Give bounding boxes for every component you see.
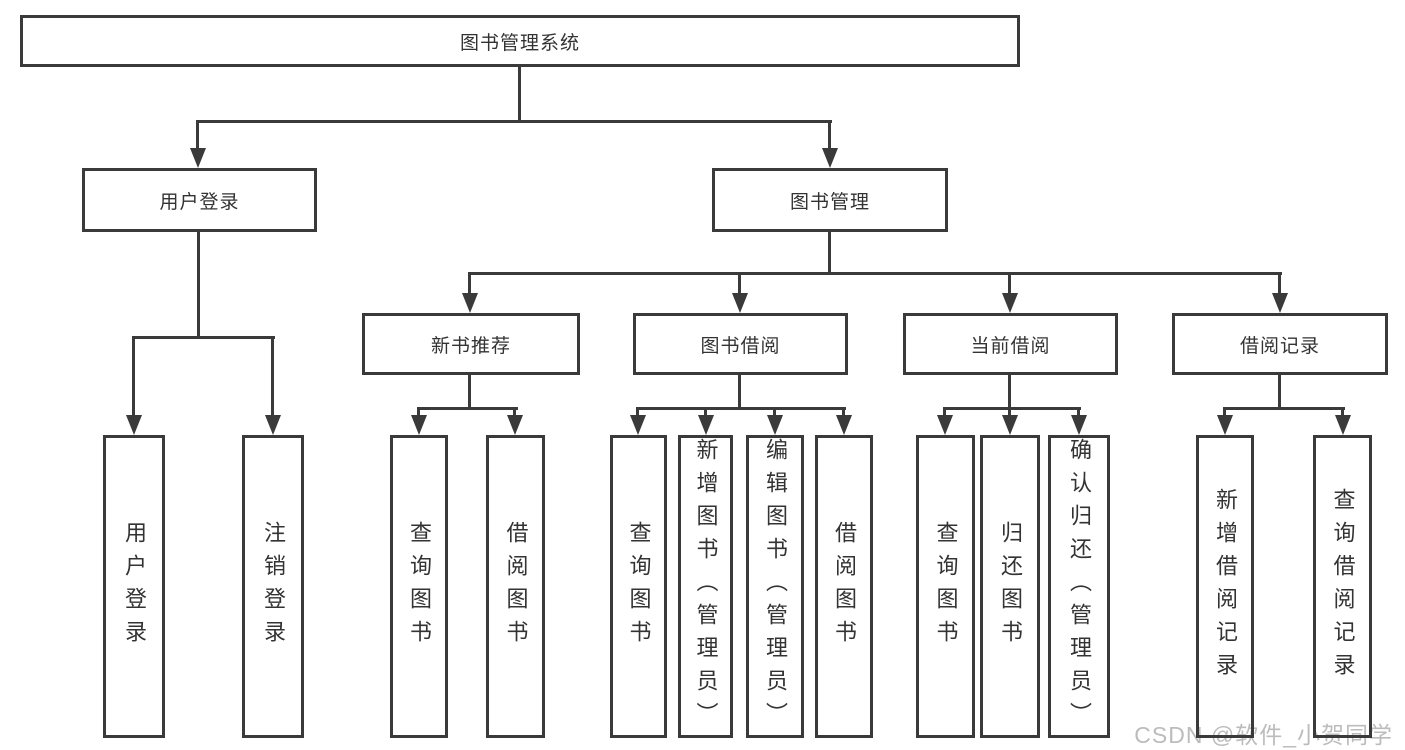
leaf-borrow-books: 借阅图书 [815, 435, 873, 738]
connector-vline [1008, 272, 1011, 294]
arrow-down [822, 148, 838, 168]
connector-vline [842, 407, 845, 417]
leaf-add-books-admin-label: 新增图书（管理员） [693, 438, 719, 735]
leaf-return-books-label: 归还图书 [998, 520, 1023, 653]
arrow-down [1002, 293, 1018, 313]
connector-vline [636, 407, 639, 417]
leaf-edit-books-admin: 编辑图书（管理员） [746, 435, 804, 738]
node-book-borrow: 图书借阅 [633, 313, 848, 375]
arrow-down [937, 415, 953, 435]
leaf-query-borrow-record: 查询借阅记录 [1313, 435, 1372, 738]
arrow-down [265, 415, 281, 435]
arrow-down [190, 148, 206, 168]
connector-vline [738, 272, 741, 294]
leaf-edit-books-admin-label: 编辑图书（管理员） [763, 438, 788, 735]
leaf-query-books-current-label: 查询图书 [933, 520, 959, 653]
arrow-down [1002, 415, 1018, 435]
node-book-management-label: 图书管理 [789, 191, 870, 213]
leaf-query-borrow-record-label: 查询借阅记录 [1330, 487, 1356, 686]
node-root: 图书管理系统 [20, 15, 1020, 67]
arrow-down [507, 415, 523, 435]
arrow-down [1217, 415, 1233, 435]
leaf-logout: 注销登录 [242, 435, 304, 738]
arrow-down [630, 415, 646, 435]
node-new-book-recommend-label: 新书推荐 [430, 335, 511, 357]
node-root-label: 图书管理系统 [459, 32, 580, 54]
connector-vline [417, 407, 420, 417]
leaf-query-books-recommend: 查询图书 [390, 435, 448, 738]
leaf-borrow-books-recommend-label: 借阅图书 [503, 520, 529, 653]
connector-hline [468, 272, 1282, 275]
connector-vline [704, 407, 707, 417]
connector-vline [1077, 407, 1080, 417]
arrow-down [1071, 415, 1087, 435]
leaf-confirm-return-admin-label: 确认归还（管理员） [1067, 438, 1092, 735]
node-user-login: 用户登录 [82, 168, 317, 232]
connector-vline [1008, 375, 1011, 407]
connector-vline [468, 272, 471, 294]
connector-vline [828, 120, 831, 149]
connector-vline [943, 407, 946, 417]
connector-hline [636, 407, 846, 410]
node-borrow-records: 借阅记录 [1172, 313, 1388, 375]
arrow-down [1335, 415, 1351, 435]
connector-hline [132, 336, 275, 339]
connector-vline [1278, 272, 1281, 294]
arrow-down [462, 293, 478, 313]
leaf-query-books-recommend-label: 查询图书 [407, 520, 432, 653]
connector-vline [1278, 375, 1281, 407]
connector-vline [1008, 407, 1011, 417]
node-book-management: 图书管理 [712, 168, 948, 232]
connector-hline [417, 407, 518, 410]
leaf-borrow-books-recommend: 借阅图书 [486, 435, 545, 738]
connector-vline [132, 336, 135, 417]
arrow-down [732, 293, 748, 313]
connector-hline [197, 120, 832, 123]
leaf-query-books-borrow-label: 查询图书 [626, 520, 652, 653]
node-new-book-recommend: 新书推荐 [362, 313, 580, 375]
node-book-borrow-label: 图书借阅 [700, 335, 781, 357]
connector-vline [197, 232, 200, 339]
leaf-return-books: 归还图书 [980, 435, 1040, 738]
leaf-add-borrow-record-label: 新增借阅记录 [1213, 487, 1238, 686]
leaf-confirm-return-admin: 确认归还（管理员） [1048, 435, 1110, 738]
connector-vline [271, 336, 274, 417]
arrow-down [836, 415, 852, 435]
leaf-user-login: 用户登录 [103, 435, 165, 738]
connector-vline [468, 375, 471, 407]
leaf-add-books-admin: 新增图书（管理员） [678, 435, 733, 738]
arrow-down [767, 415, 783, 435]
connector-vline [773, 407, 776, 417]
leaf-logout-label: 注销登录 [261, 520, 286, 653]
connector-vline [196, 120, 199, 149]
arrow-down [126, 415, 142, 435]
node-user-login-label: 用户登录 [159, 191, 240, 213]
connector-vline [1223, 407, 1226, 417]
leaf-query-books-current: 查询图书 [916, 435, 975, 738]
connector-vline [1341, 407, 1344, 417]
connector-vline [518, 67, 521, 120]
connector-vline [828, 232, 831, 272]
leaf-add-borrow-record: 新增借阅记录 [1196, 435, 1254, 738]
csdn-watermark: CSDN @软件_小贺同学 [1134, 722, 1393, 748]
connector-hline [1223, 407, 1345, 410]
connector-hline [943, 407, 1081, 410]
node-current-borrow: 当前借阅 [903, 313, 1118, 375]
leaf-query-books-borrow: 查询图书 [610, 435, 667, 738]
connector-vline [738, 375, 741, 407]
connector-vline [513, 407, 516, 417]
node-current-borrow-label: 当前借阅 [970, 335, 1051, 357]
node-borrow-records-label: 借阅记录 [1239, 335, 1320, 357]
arrow-down [1272, 293, 1288, 313]
leaf-user-login-label: 用户登录 [122, 520, 147, 653]
leaf-borrow-books-label: 借阅图书 [832, 520, 857, 653]
arrow-down [698, 415, 714, 435]
arrow-down [411, 415, 427, 435]
